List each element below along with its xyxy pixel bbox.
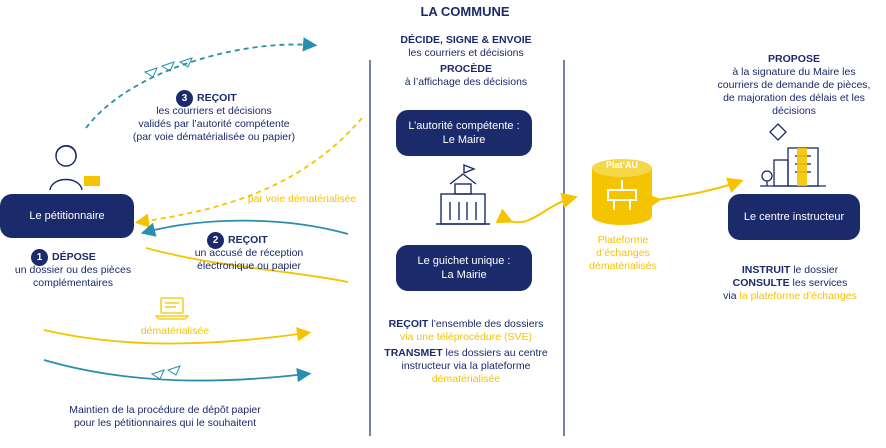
par-voie-label: par voie dématérialisée [247,193,357,205]
decide-text: les courriers et décisions [408,47,524,59]
commune-decide-block: DÉCIDE, SIGNE & ENVOIE les courriers et … [378,34,554,89]
step2-text: un accusé de réception électronique ou p… [180,247,318,273]
step1-text: un dossier ou des pièces complémentaires [4,264,142,290]
autorite-label: L’autorité compétente : [408,120,520,132]
consulte-line: CONSULTE les services [732,277,848,289]
arrow-step2 [140,219,349,237]
propose-line4: décisions [772,105,816,117]
platau-line2: d’échanges [596,247,650,259]
page-title: LA COMMUNE [420,4,510,19]
via-sve: via une téléprocédure (SVE) [400,331,532,343]
step2-number: 2 [207,232,224,249]
propose-block: PROPOSE à la signature du Maire les cour… [702,53,886,118]
procede-text: à l’affichage des décisions [404,76,528,88]
arrow-depot-yellow [145,247,349,283]
arrow-platau-centre [644,177,744,210]
step2-title: REÇOIT [228,234,268,246]
platau-logo: Plat’AU [605,160,638,170]
arrow-dematerialisee [43,327,312,345]
guichet-unique-box: Le guichet unique : La Mairie [396,245,532,291]
maintien-block: Maintien de la procédure de dépôt papier… [60,404,270,430]
commune-recoit-block: REÇOIT l’ensemble des dossiers via une t… [374,318,558,386]
paper-planes-bottom-icon [150,365,181,380]
autorite-competente-box: L’autorité compétente : Le Maire [396,110,532,156]
maintien-line2: pour les pétitionnaires qui le souhaiten… [73,417,257,429]
city-highlight [797,148,807,186]
guichet-value: La Mairie [441,269,487,281]
recoit-line: REÇOIT l’ensemble des dossiers [388,318,544,330]
paper-planes-top-icon [143,57,193,78]
step3-line3: (par voie dématérialisée ou papier) [132,131,296,143]
autorite-value: Le Maire [442,134,486,146]
person-icon [49,145,100,191]
instructeur-line: instructeur via la plateforme [401,360,531,372]
instruit-block: INSTRUIT le dossier CONSULTE les service… [694,264,886,303]
step2-line2: électronique ou papier [197,260,301,272]
step1-line2: complémentaires [33,277,113,289]
arrow-decision-yellow [134,117,363,228]
step3-number: 3 [176,90,193,107]
propose-line1: à la signature du Maire les [732,66,856,78]
centre-instructeur-box: Le centre instructeur [728,194,860,240]
arrow-papier [43,359,312,383]
step3-line1: les courriers et décisions [156,105,272,117]
step3-text: les courriers et décisions validés par l… [118,105,310,144]
propose-title: PROPOSE [768,53,820,65]
town-hall-icon [436,163,490,225]
instruit-line: INSTRUIT le dossier [741,264,839,276]
decide-title: DÉCIDE, SIGNE & ENVOIE [400,34,532,46]
propose-line3: de majoration des délais et les [723,92,865,104]
step2-line1: un accusé de réception [194,247,304,259]
platau-line1: Plateforme [597,234,649,246]
laptop-icon [154,297,190,320]
step1-number: 1 [31,249,48,266]
step1-line1: un dossier ou des pièces [14,264,132,276]
guichet-label: Le guichet unique : [417,255,511,267]
procede-title: PROCÈDE [440,63,492,75]
platau-caption: Plateforme d’échanges dématérialisés [568,234,678,273]
maintien-line1: Maintien de la procédure de dépôt papier [69,404,261,416]
step3-title: REÇOIT [197,92,237,104]
city-buildings-icon [760,123,826,187]
step1-title: DÉPOSE [52,251,96,263]
petitionnaire-box: Le pétitionnaire [0,194,134,238]
platau-line3: dématérialisés [589,260,657,272]
platau-cylinder-icon [592,159,652,225]
arrow-step3 [85,37,318,129]
arrow-guichet-platau [495,192,578,224]
dematerialisee-text: dématérialisée [431,373,501,385]
via-platform-line: via la plateforme d’échanges [723,290,857,302]
propose-line2: courriers de demande de pièces, [717,79,871,91]
step3-line2: validés par l’autorité compétente [138,118,290,130]
transmet-line: TRANSMET les dossiers au centre [384,347,548,359]
dematerialisee-label: dématérialisée [140,325,210,337]
